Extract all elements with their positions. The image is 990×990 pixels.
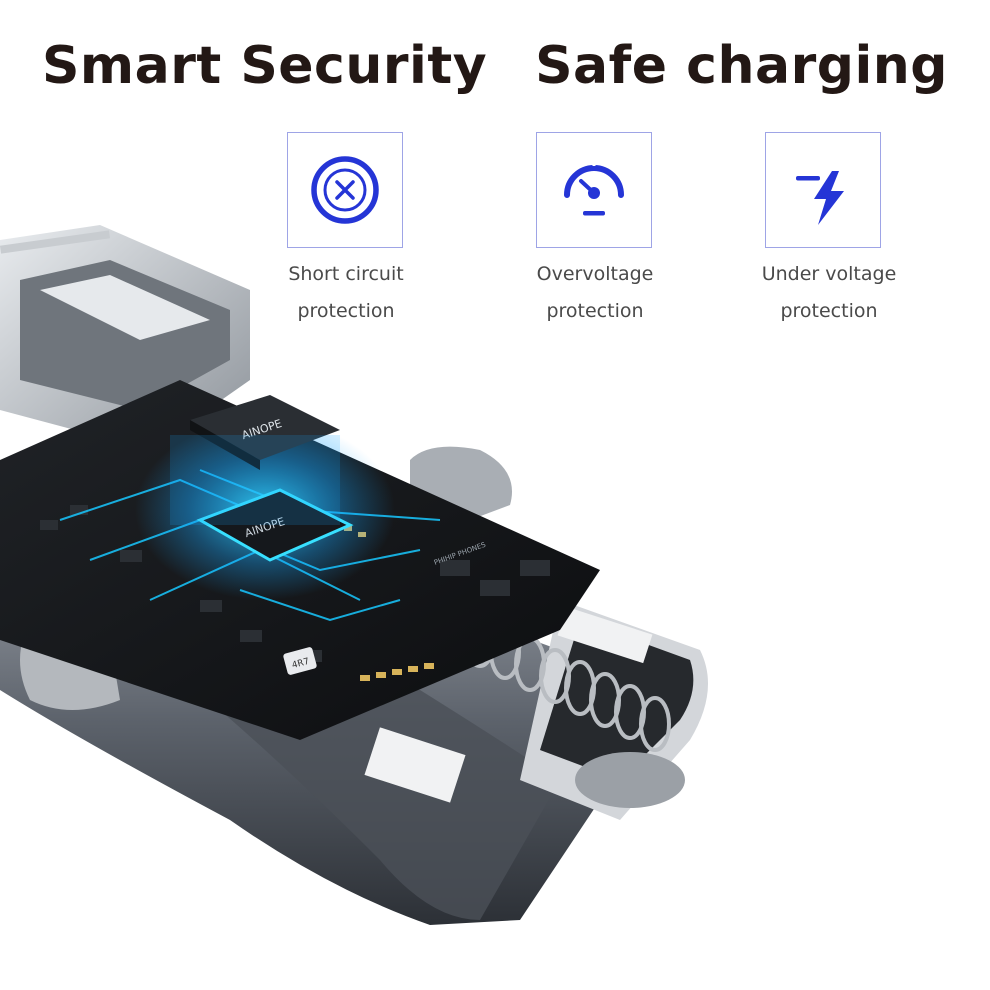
feature-overvoltage-caption: Overvoltage protection xyxy=(495,256,695,330)
feature-under-voltage-box xyxy=(765,132,881,248)
headline-safe-charging: Safe charging xyxy=(535,36,949,96)
headline: Smart Security Safe charging xyxy=(0,36,990,96)
main-chip: AINOPE xyxy=(196,488,354,562)
feature-under-voltage-line1: Under voltage xyxy=(761,263,897,285)
feature-short-circuit-line1: Short circuit xyxy=(288,263,404,285)
short-circuit-x-icon xyxy=(311,156,379,224)
upper-chip: AINOPE xyxy=(190,395,340,470)
feature-overvoltage-box xyxy=(536,132,652,248)
headline-smart-security: Smart Security xyxy=(41,36,488,96)
inductor-component: 4R7 xyxy=(283,647,317,675)
feature-overvoltage-line1: Overvoltage xyxy=(536,263,654,285)
feature-under-voltage-line2: protection xyxy=(780,300,878,322)
feature-overvoltage-line2: protection xyxy=(546,300,644,322)
lightning-bolt-icon xyxy=(796,171,844,225)
inductor-label: 4R7 xyxy=(291,657,311,671)
circuit-board: AINOPE AINOPE 4R7 PHIHIP PHONES xyxy=(0,380,600,740)
spring-contact xyxy=(364,600,708,820)
feature-under-voltage-caption: Under voltage protection xyxy=(729,256,929,330)
feature-short-circuit-line2: protection xyxy=(297,300,395,322)
feature-short-circuit-caption: Short circuit protection xyxy=(246,256,446,330)
feature-short-circuit-box xyxy=(287,132,403,248)
car-charger-illustration: AINOPE AINOPE 4R7 PHIHIP PHONES xyxy=(0,225,708,925)
gauge-icon xyxy=(564,161,624,216)
